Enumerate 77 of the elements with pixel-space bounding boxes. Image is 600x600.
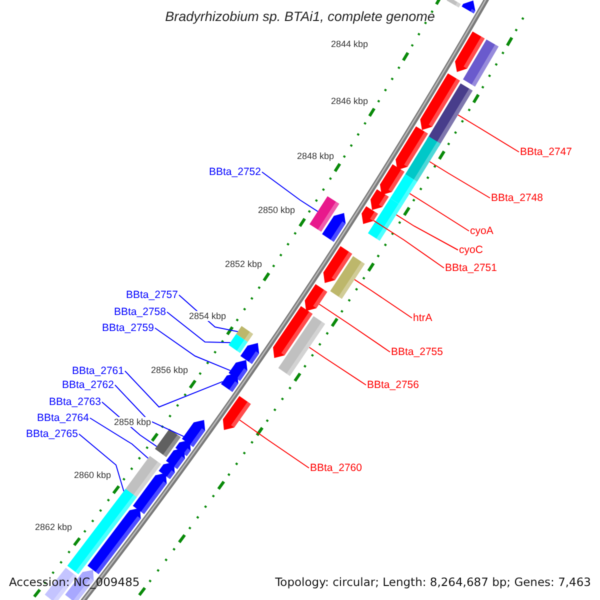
gene-block [446,0,461,8]
gene-block [222,396,251,430]
gene-label: htrA [413,312,432,324]
leader-line [373,220,444,268]
gene-block [323,246,352,283]
gene-label: cyoA [470,225,494,237]
gene-label: BBta_2763 [49,396,101,408]
gene-block [463,39,499,87]
gene-label: BBta_2757 [126,289,178,301]
gene-block [240,343,260,364]
gene-label: BBta_2759 [102,322,154,334]
leader-line [429,161,490,198]
leader-line [154,328,231,372]
gene-label: BBta_2756 [367,379,419,391]
gene-block [88,508,141,574]
gene-block [158,462,175,480]
gene-block [405,136,441,182]
scale-label: 2854 kbp [188,311,228,321]
gene-label: BBta_2761 [72,365,124,377]
scale-label: 2850 kbp [257,205,296,215]
leader-line [308,346,366,386]
leader-line [166,312,231,344]
gene-label: BBta_2755 [391,346,443,358]
gene-block [396,126,428,170]
gene-block [370,189,389,210]
gene-label: BBta_2748 [491,192,543,204]
gene-label: BBta_2751 [445,262,497,274]
leader-line [396,214,458,250]
gene-block [455,31,485,72]
leader-line [354,279,412,318]
leader-line [261,172,318,212]
gene-block [154,428,181,458]
gene-block [368,198,402,241]
leader-line [89,418,149,459]
diagram-title: Bradyrhizobium sp. BTAi1, complete genome [165,9,435,25]
leader-line [78,434,124,492]
gene-block [236,326,254,342]
gene-block [322,213,346,242]
leader-line [318,304,390,352]
scale-label: 2860 kbp [73,470,112,480]
gene-block [330,256,365,299]
gene-block [273,306,313,358]
gene-label: BBta_2764 [37,412,89,424]
gene-block [166,448,185,470]
gene-block [228,360,248,381]
gene-block [278,316,326,376]
gene-label: BBta_2762 [62,379,114,391]
gene-label: BBta_2747 [520,146,572,158]
gene-label: BBta_2752 [209,166,261,178]
gene-label: BBta_2765 [26,428,78,440]
gene-block [309,196,340,232]
gene-block [220,373,238,392]
scale-label: 2856 kbp [150,365,190,375]
gene-block [462,0,476,14]
gene-block [362,206,378,224]
gene-label: BBta_2760 [310,462,362,474]
scale-label: 2858 kbp [113,417,152,427]
scale-label: 2852 kbp [224,259,264,269]
leader-line [458,114,520,152]
gene-block [420,73,460,130]
gene-block [380,164,404,195]
scale-label: 2848 kbp [296,151,336,161]
gene-label: BBta_2758 [114,306,166,318]
leader-line [409,193,470,232]
scale-label: 2862 kbp [34,522,74,532]
footer-text: Topology: circular; Length: 8,264,687 bp; Genes: 7,463 [275,575,591,589]
leader-line [114,384,184,437]
scale-label: 2846 kbp [330,96,370,106]
leader-line [239,419,310,468]
gene-block [132,473,167,514]
scale-label: 2844 kbp [330,39,370,49]
gene-block [304,284,328,311]
gene-label: cyoC [459,244,483,256]
gene-block [182,420,206,448]
gene-block [228,334,248,353]
leader-line [124,370,224,408]
gene-block [390,174,418,206]
